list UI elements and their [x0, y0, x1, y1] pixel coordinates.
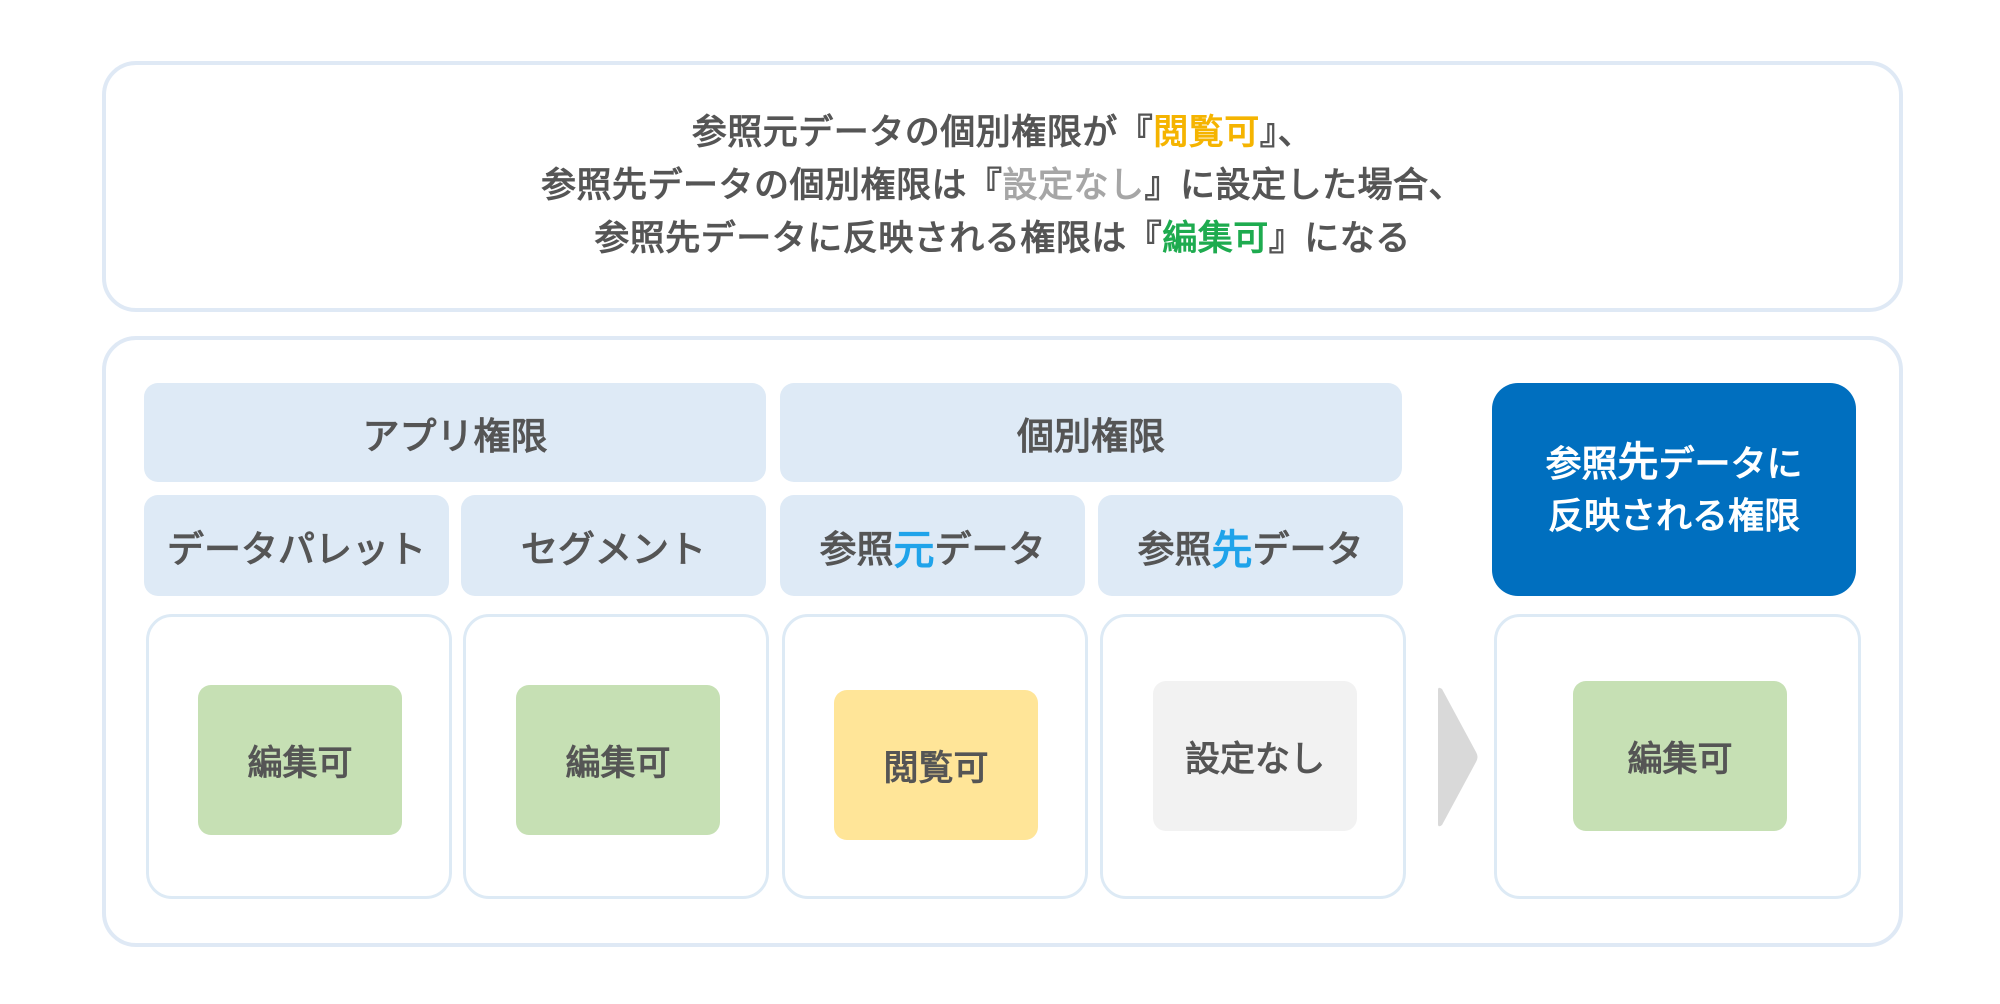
summary-box: 参照元データの個別権限が『閲覧可』、 参照先データの個別権限は『設定なし』に設定… [102, 61, 1903, 312]
result-header-line-2: 反映される権限 [1547, 496, 1800, 537]
source-data-value: 閲覧可 [834, 690, 1038, 840]
segment-cell: 編集可 [463, 614, 769, 899]
result-header-line-1: 参照先データに [1545, 436, 1802, 491]
source-data-header-prefix: 参照 [819, 527, 894, 571]
destination-data-header: 参照先データ [1098, 495, 1403, 596]
result-header-suffix: データに [1658, 444, 1803, 485]
summary-line-3-after: 』になる [1268, 219, 1411, 259]
summary-line-3: 参照先データに反映される権限は『編集可』になる [594, 213, 1411, 266]
summary-line-1-highlight: 閲覧可 [1153, 113, 1260, 153]
destination-data-header-suffix: データ [1252, 527, 1364, 571]
summary-line-2-after: 』に設定した場合、 [1144, 166, 1465, 206]
destination-data-value: 設定なし [1153, 681, 1357, 831]
summary-line-2-before: 参照先データの個別権限は『 [540, 166, 1003, 206]
summary-line-1-after: 』、 [1259, 113, 1314, 153]
source-data-header-suffix: データ [934, 527, 1046, 571]
app-permission-header: アプリ権限 [144, 383, 766, 482]
segment-header: セグメント [461, 495, 766, 596]
result-value: 編集可 [1573, 681, 1787, 831]
summary-line-3-before: 参照先データに反映される権限は『 [594, 219, 1163, 259]
result-header-accent: 先 [1617, 438, 1659, 486]
summary-line-1: 参照元データの個別権限が『閲覧可』、 [692, 107, 1314, 160]
individual-permission-header: 個別権限 [780, 383, 1402, 482]
source-data-header-accent: 元 [893, 525, 935, 574]
destination-data-header-accent: 先 [1211, 525, 1253, 574]
destination-data-cell: 設定なし [1100, 614, 1406, 899]
summary-line-3-highlight: 編集可 [1162, 219, 1269, 259]
summary-line-2: 参照先データの個別権限は『設定なし』に設定した場合、 [541, 160, 1464, 213]
result-permission-header: 参照先データに 反映される権限 [1492, 383, 1856, 596]
result-header-prefix: 参照 [1545, 444, 1618, 485]
arrow-shape-fill [1438, 687, 1478, 827]
summary-line-2-highlight: 設定なし [1002, 166, 1145, 206]
summary-line-1-before: 参照元データの個別権限が『 [691, 113, 1154, 153]
data-palette-header: データパレット [144, 495, 449, 596]
destination-data-header-prefix: 参照 [1137, 527, 1212, 571]
source-data-cell: 閲覧可 [782, 614, 1088, 899]
data-palette-value: 編集可 [198, 685, 402, 835]
segment-value: 編集可 [516, 685, 720, 835]
chevron-right-arrow-icon [1438, 687, 1478, 827]
data-palette-cell: 編集可 [146, 614, 452, 899]
result-cell: 編集可 [1494, 614, 1861, 899]
source-data-header: 参照元データ [780, 495, 1085, 596]
